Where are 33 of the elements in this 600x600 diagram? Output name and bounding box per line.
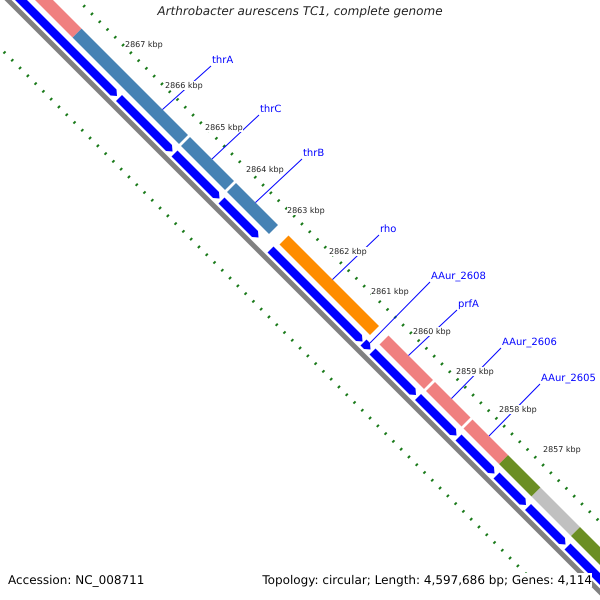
tick-label: 2858 kbp [499, 405, 537, 414]
gene-label: prfA [458, 299, 479, 310]
leader-line [255, 158, 302, 203]
gene-label: AAur_2608 [431, 271, 486, 282]
gene-segment [380, 336, 433, 389]
title: Arthrobacter aurescens TC1, complete genome [156, 4, 444, 18]
leader-line [370, 282, 430, 344]
leader-line [212, 114, 260, 160]
gene-label: thrA [212, 55, 234, 66]
gene-segment [72, 28, 188, 144]
leader-line [488, 384, 540, 436]
gene-label: AAur_2605 [541, 373, 596, 384]
footer-text: Accession: NC_008711 [8, 573, 144, 587]
tick-label: 2857 kbp [543, 445, 581, 454]
gene-label: AAur_2606 [502, 337, 557, 348]
tick-label: 2861 kbp [371, 287, 409, 296]
gene-label: rho [380, 224, 396, 235]
gene-label: thrB [303, 148, 324, 159]
tick-label: 2865 kbp [205, 123, 243, 132]
tick-label: 2867 kbp [125, 40, 163, 49]
gene-segment [227, 183, 278, 234]
gene-segment [360, 340, 370, 350]
tick-label: 2860 kbp [413, 327, 451, 336]
tick-label: 2863 kbp [287, 206, 325, 215]
gene-segment [464, 420, 508, 464]
tick-label: 2864 kbp [246, 165, 284, 174]
tick-label: 2859 kbp [456, 367, 494, 376]
gene-segment [426, 382, 470, 426]
tick-label: 2866 kbp [165, 81, 203, 90]
tick-label: 2862 kbp [329, 247, 367, 256]
footer-text: Topology: circular; Length: 4,597,686 bp; Genes: 4,114 [262, 573, 592, 587]
gene-segment [181, 137, 234, 190]
gene-label: thrC [260, 104, 282, 115]
